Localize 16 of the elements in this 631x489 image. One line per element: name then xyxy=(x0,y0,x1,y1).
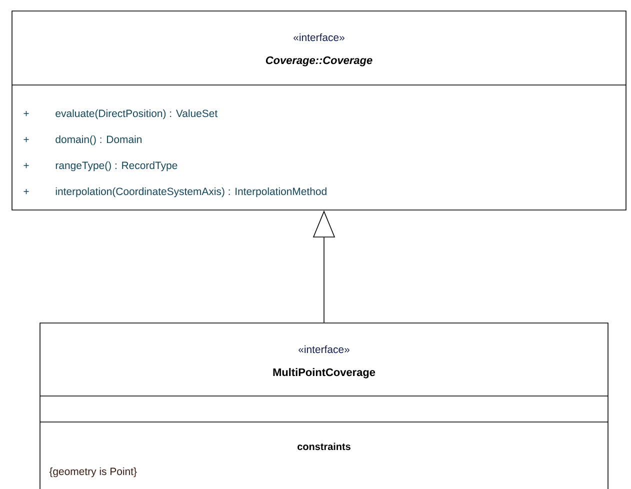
operation-text: rangeType() : RecordType xyxy=(56,161,178,172)
visibility-mark: + xyxy=(24,162,29,168)
operation-text: evaluate(DirectPosition) : ValueSet xyxy=(56,109,218,120)
visibility-mark: + xyxy=(24,188,29,194)
operation-text: interpolation(CoordinateSystemAxis) : InterpolationMethod xyxy=(56,187,326,198)
stereotype-label: «interface» xyxy=(298,345,350,354)
class-name: Coverage::Coverage xyxy=(266,56,372,66)
class-box xyxy=(12,10,626,210)
constraint-text: {geometry is Point} xyxy=(49,467,137,478)
visibility-mark: + xyxy=(24,110,29,116)
operation-text: domain() : Domain xyxy=(56,135,142,146)
stereotype-label: «interface» xyxy=(294,33,344,42)
visibility-mark: + xyxy=(24,136,29,142)
class-box xyxy=(40,322,608,489)
compartment-heading: constraints xyxy=(298,442,350,450)
class-name: MultiPointCoverage xyxy=(273,368,376,378)
